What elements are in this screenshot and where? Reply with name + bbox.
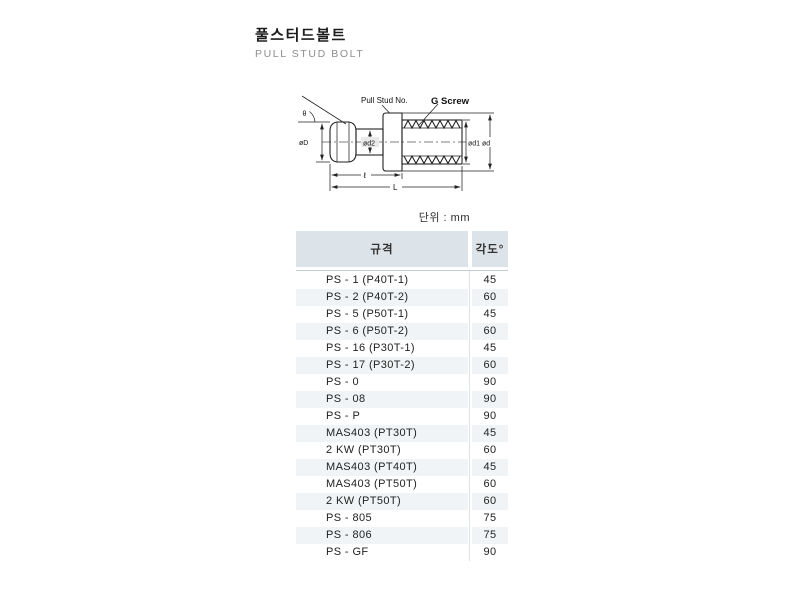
- spec-cell: PS - 17 (P30T-2): [296, 357, 468, 374]
- angle-cell: 45: [472, 272, 508, 289]
- unit-label: 단위 : mm: [418, 212, 470, 224]
- label-backing: [361, 170, 371, 180]
- angle-cell: 60: [472, 323, 508, 340]
- spec-cell: 2 KW (PT50T): [296, 493, 468, 510]
- angle-cell: 60: [472, 442, 508, 459]
- length-label: ℓ: [363, 171, 367, 180]
- col-header-spec: 규격: [296, 231, 468, 267]
- spec-cell: PS - 6 (P50T-2): [296, 323, 468, 340]
- dia-D-label: øD: [299, 140, 308, 147]
- angle-cell: 90: [472, 374, 508, 391]
- table-row: PS - 16 (P30T-1)45: [296, 340, 508, 357]
- spec-cell: PS - 0: [296, 374, 468, 391]
- stud-head-shape: [329, 121, 357, 163]
- leader-line: [381, 104, 391, 114]
- angle-cell: 75: [472, 527, 508, 544]
- dia-d-label: ød: [482, 141, 490, 148]
- total-length-label: L: [393, 183, 398, 192]
- spec-cell: PS - 805: [296, 510, 468, 527]
- table-row: PS - 17 (P30T-2)60: [296, 357, 508, 374]
- spec-cell: PS - 08: [296, 391, 468, 408]
- spec-cell: PS - GF: [296, 544, 468, 561]
- table-row: PS - 1 (P40T-1)45: [296, 272, 508, 289]
- title-block: 풀스터드볼트 PULL STUD BOLT: [255, 27, 364, 60]
- angle-cell: 75: [472, 510, 508, 527]
- angle-cell: 60: [472, 476, 508, 493]
- angle-arc: [309, 111, 316, 123]
- angle-cell: 90: [472, 391, 508, 408]
- angle-cell: 60: [472, 357, 508, 374]
- angle-cell: 45: [472, 459, 508, 476]
- thread-zigzag-top: [403, 119, 461, 130]
- dia-d2-label: ød2: [363, 141, 375, 148]
- col-header-angle: 각도°: [472, 231, 508, 267]
- spec-cell: PS - 16 (P30T-1): [296, 340, 468, 357]
- spec-cell: MAS403 (PT50T): [296, 476, 468, 493]
- label-backing: [466, 137, 481, 147]
- angle-slant-line: [301, 95, 347, 125]
- table-row: PS - 2 (P40T-2)60: [296, 289, 508, 306]
- spec-cell: PS - 806: [296, 527, 468, 544]
- table-row: MAS403 (PT50T)60: [296, 476, 508, 493]
- spec-cell: PS - P: [296, 408, 468, 425]
- page-subtitle: PULL STUD BOLT: [255, 48, 365, 60]
- label-backing: [361, 137, 379, 147]
- angle-cell: 60: [472, 493, 508, 510]
- technical-drawing: θ øD ød2 ød1 ød ℓ: [298, 95, 494, 192]
- label-backing: [480, 137, 493, 147]
- dia-d1-label: ød1: [468, 141, 480, 148]
- table-header-row: 규격 각도°: [296, 231, 508, 267]
- spec-cell: MAS403 (PT40T): [296, 459, 468, 476]
- thread-zigzag-bottom: [403, 154, 461, 165]
- table-row: 2 KW (PT30T)60: [296, 442, 508, 459]
- table-row: 2 KW (PT50T)60: [296, 493, 508, 510]
- angle-cell: 45: [472, 340, 508, 357]
- pull-stud-no-label: Pull Stud No.: [361, 96, 408, 105]
- pull-stud-bolt-diagram: θ øD ød2 ød1 ød ℓ: [278, 85, 508, 207]
- table-row: MAS403 (PT30T)45: [296, 425, 508, 442]
- angle-cell: 90: [472, 544, 508, 561]
- spec-cell: PS - 5 (P50T-1): [296, 306, 468, 323]
- column-divider: [469, 271, 470, 561]
- angle-cell: 90: [472, 408, 508, 425]
- angle-cell: 45: [472, 306, 508, 323]
- table-row: MAS403 (PT40T)45: [296, 459, 508, 476]
- leader-line: [418, 103, 439, 126]
- table-row: PS - 5 (P50T-1)45: [296, 306, 508, 323]
- label-backing: [390, 181, 402, 192]
- g-screw-label: G Screw: [431, 96, 470, 107]
- spec-cell: 2 KW (PT30T): [296, 442, 468, 459]
- angle-cell: 60: [472, 289, 508, 306]
- stud-flange-shape: [382, 112, 403, 172]
- angle-cell: 45: [472, 425, 508, 442]
- spec-cell: PS - 1 (P40T-1): [296, 272, 468, 289]
- theta-dimension-label: θ: [303, 111, 307, 118]
- spec-cell: PS - 2 (P40T-2): [296, 289, 468, 306]
- spec-cell: MAS403 (PT30T): [296, 425, 468, 442]
- table-row: PS - 6 (P50T-2)60: [296, 323, 508, 340]
- page-title: 풀스터드볼트: [255, 27, 347, 44]
